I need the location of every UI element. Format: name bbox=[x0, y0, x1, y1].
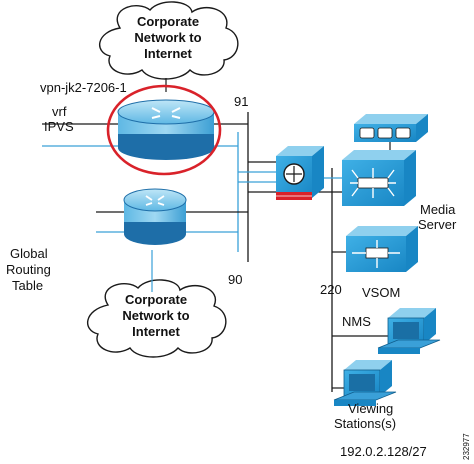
media-server-label-line2: Server bbox=[418, 217, 457, 232]
global-label-line3: Table bbox=[12, 278, 44, 293]
vlan-220-label: 220 bbox=[320, 282, 342, 297]
vsom-server bbox=[346, 226, 418, 272]
vsom-label: VSOM bbox=[362, 285, 401, 300]
vlan-90-label: 90 bbox=[228, 272, 243, 287]
router-top-name: vpn-jk2-7206-1 bbox=[40, 80, 127, 95]
global-label-line1: Global bbox=[10, 246, 48, 261]
cloud-top-label: Corporate Network to Internet bbox=[118, 14, 218, 62]
cloud-bottom-line3: Internet bbox=[132, 324, 180, 339]
viewing-label-line2: Stations(s) bbox=[334, 416, 397, 431]
media-server-label-line1: Media bbox=[420, 202, 456, 217]
viewing-label-line1: Viewing bbox=[348, 401, 394, 416]
vlan-91-label: 91 bbox=[234, 94, 249, 109]
vrf-label-line1: vrf bbox=[52, 104, 67, 119]
cloud-bottom-label: Corporate Network to Internet bbox=[106, 292, 206, 340]
firewall-appliance bbox=[276, 146, 324, 200]
router-top bbox=[117, 99, 215, 160]
figure-id: 232977 bbox=[462, 433, 471, 460]
cloud-bottom-line1: Corporate bbox=[124, 292, 188, 307]
media-server bbox=[342, 150, 416, 206]
cloud-top-line3: Internet bbox=[144, 46, 192, 61]
cloud-top bbox=[99, 1, 239, 80]
nms-label: NMS bbox=[342, 314, 371, 329]
vrf-label-line2: IPVS bbox=[44, 119, 74, 134]
viewing-workstation bbox=[333, 360, 397, 406]
subnet-label: 192.0.2.128/27 bbox=[340, 444, 427, 459]
cloud-bottom bbox=[87, 279, 227, 358]
storage-array bbox=[354, 114, 428, 142]
cloud-bottom-line2: Network to bbox=[122, 308, 190, 323]
global-label-line2: Routing bbox=[6, 262, 51, 277]
cloud-top-line1: Corporate bbox=[136, 14, 200, 29]
cloud-top-line2: Network to bbox=[134, 30, 202, 45]
router-bottom bbox=[123, 188, 187, 245]
highlight-ring bbox=[106, 84, 222, 176]
nms-workstation bbox=[377, 308, 441, 354]
